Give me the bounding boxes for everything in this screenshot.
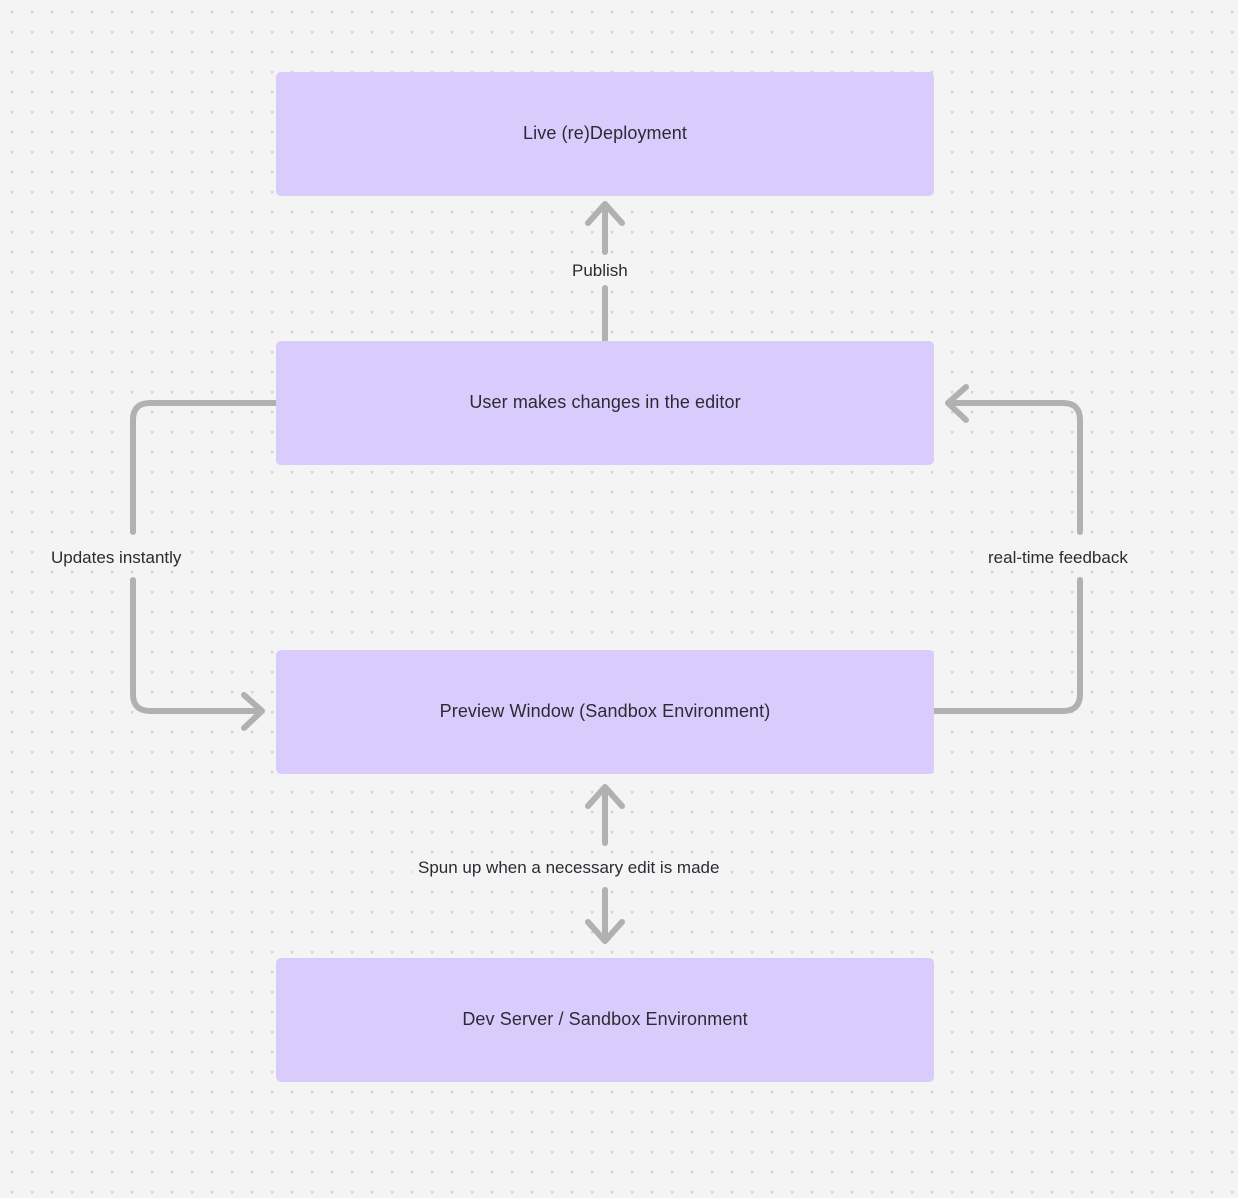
- node-user-editor[interactable]: User makes changes in the editor: [276, 341, 934, 465]
- edge-label-updates-instantly: Updates instantly: [45, 545, 188, 571]
- edge-label-spun-up: Spun up when a necessary edit is made: [412, 855, 726, 881]
- edge-spun-up-arrowhead-up-icon: [585, 784, 625, 809]
- node-dev-server[interactable]: Dev Server / Sandbox Environment: [276, 958, 934, 1082]
- edge-updates-instantly-arrowhead-icon: [241, 692, 265, 731]
- node-preview-window[interactable]: Preview Window (Sandbox Environment): [276, 650, 934, 774]
- edge-updates-instantly-line-upper: [130, 400, 279, 535]
- edge-updates-instantly-line-lower: [130, 577, 261, 714]
- node-preview-window-label: Preview Window (Sandbox Environment): [439, 701, 771, 722]
- edge-real-time-feedback-line-lower: [931, 577, 1083, 714]
- edge-real-time-feedback-line-upper: [949, 400, 1083, 535]
- node-live-deployment[interactable]: Live (re)Deployment: [276, 72, 934, 196]
- edge-label-publish: Publish: [566, 258, 634, 284]
- node-live-deployment-label: Live (re)Deployment: [523, 123, 687, 144]
- node-dev-server-label: Dev Server / Sandbox Environment: [462, 1009, 748, 1030]
- edge-label-real-time-feedback: real-time feedback: [982, 545, 1134, 571]
- edge-spun-up-arrowhead-down-icon: [585, 919, 625, 944]
- edge-publish-arrowhead-icon: [585, 201, 625, 226]
- edge-real-time-feedback-arrowhead-icon: [945, 384, 969, 423]
- node-user-editor-label: User makes changes in the editor: [469, 392, 741, 413]
